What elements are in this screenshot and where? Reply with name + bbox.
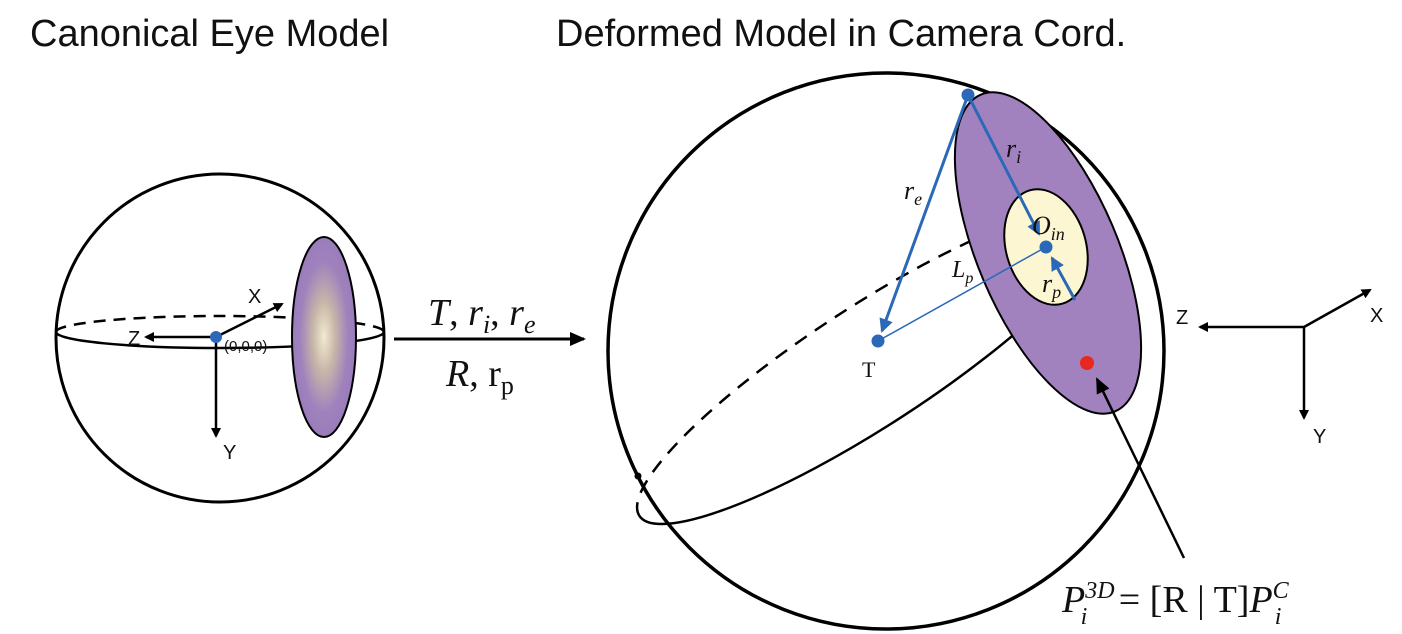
- canonical-origin-point: [210, 331, 222, 343]
- lp-label: Lp: [951, 257, 973, 287]
- oin-label: Oin: [1032, 211, 1065, 244]
- re-arrow: [879, 94, 970, 333]
- ri-arrow: [966, 94, 1041, 236]
- equator-endpoint: [634, 472, 642, 480]
- center-point-T: [871, 334, 885, 348]
- title-deformed: Deformed Model in Camera Cord.: [556, 13, 1126, 55]
- title-canonical: Canonical Eye Model: [30, 13, 389, 55]
- canonical-x-label: X: [248, 286, 261, 308]
- transform-params-line2: R, rp: [445, 353, 514, 400]
- re-label: re: [904, 176, 922, 209]
- pupil-center-point: [1039, 240, 1053, 254]
- canonical-z-label: Z: [128, 328, 140, 350]
- canonical-iris: [291, 236, 357, 438]
- canonical-eye: Z X Y (0,0,0): [54, 172, 386, 504]
- canonical-origin-label: (0,0,0): [224, 338, 267, 355]
- deformed-eye: T ri re Oin Lp rp: [606, 71, 1186, 631]
- surface-point: [1080, 356, 1094, 370]
- camera-x-axis: [1303, 288, 1372, 329]
- canonical-eyeball: [54, 172, 386, 504]
- camera-axes: Z X Y: [1176, 288, 1383, 448]
- camera-z-label: Z: [1176, 307, 1188, 329]
- rp-arrow: [1050, 256, 1077, 301]
- camera-x-label: X: [1370, 305, 1383, 327]
- center-label-T: T: [862, 357, 876, 382]
- equation-pointer-arrow: [1095, 377, 1186, 559]
- camera-y-label: Y: [1313, 426, 1326, 448]
- lp-line: [877, 246, 1047, 342]
- ri-label: ri: [1006, 134, 1021, 167]
- transform-arrow-group: T, ri, re R, rp: [394, 292, 586, 400]
- canonical-equator-back: [54, 314, 386, 333]
- canonical-y-label: Y: [223, 442, 236, 464]
- canonical-x-axis: [215, 302, 284, 339]
- transform-params-line1: T, ri, re: [428, 292, 536, 339]
- rp-label: rp: [1042, 269, 1061, 302]
- canonical-equator-front: [54, 331, 386, 350]
- deformed-eyeball: [606, 71, 1166, 631]
- iris-top-point: [961, 88, 975, 102]
